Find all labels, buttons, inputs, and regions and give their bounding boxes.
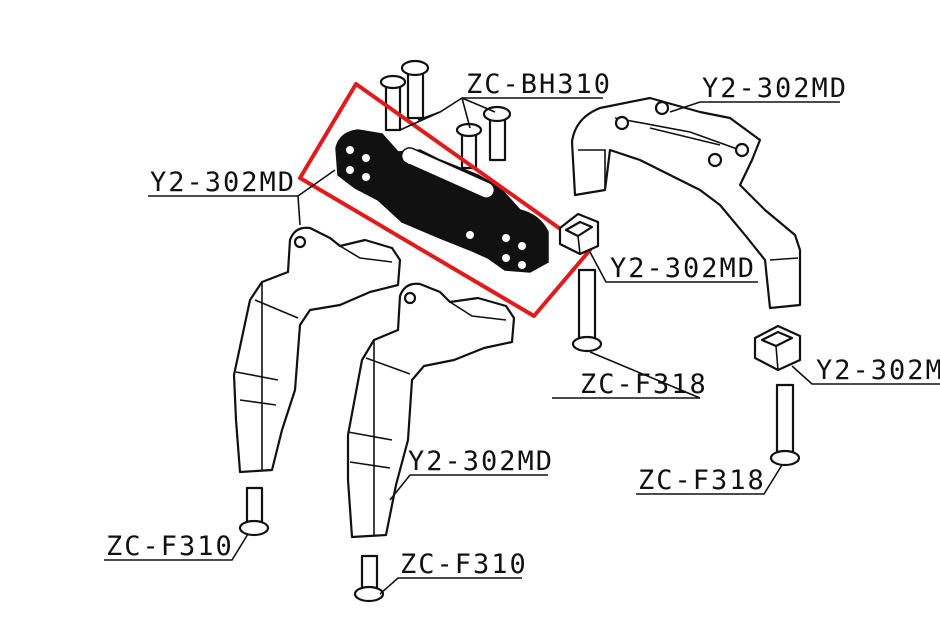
label-y2-302md-left: Y2-302MD: [150, 167, 296, 198]
screw-f310-left: [238, 486, 270, 537]
arm-front: [346, 282, 516, 539]
label-y2-302md-top-right: Y2-302MD: [702, 73, 848, 104]
label-y2-302m-spacer-lower: Y2-302M: [816, 355, 940, 386]
bridge-plate: [335, 129, 549, 273]
screw-f310-front: [353, 554, 385, 603]
label-zc-bh310: ZC-BH310: [466, 69, 612, 100]
label-zc-f310-front: ZC-F310: [400, 549, 528, 580]
screw-f318-right: [769, 383, 801, 467]
label-zc-f318-right: ZC-F318: [638, 465, 766, 496]
screw-bh310-2: [400, 59, 430, 120]
label-y2-302md-front: Y2-302MD: [408, 446, 554, 477]
arm-left: [232, 226, 402, 474]
label-zc-f318-mid: ZC-F318: [580, 369, 708, 400]
label-y2-302md-spacer-upper: Y2-302MD: [610, 253, 756, 284]
leader-lines: [104, 97, 940, 595]
screw-bh310-4: [482, 105, 512, 162]
spacer-upper: [558, 212, 600, 256]
screw-bh310-1: [379, 74, 407, 132]
arm-top-right: [570, 96, 802, 310]
part-labels: ZC-BH310 Y2-302MD Y2-302MD Y2-302MD Y2-3…: [106, 69, 940, 580]
screw-bh310-3: [455, 122, 483, 170]
screw-f318-mid: [571, 268, 603, 353]
label-zc-f310-left: ZC-F310: [106, 531, 234, 562]
spacer-lower: [753, 324, 802, 372]
screw-bh310-group: [379, 59, 512, 170]
